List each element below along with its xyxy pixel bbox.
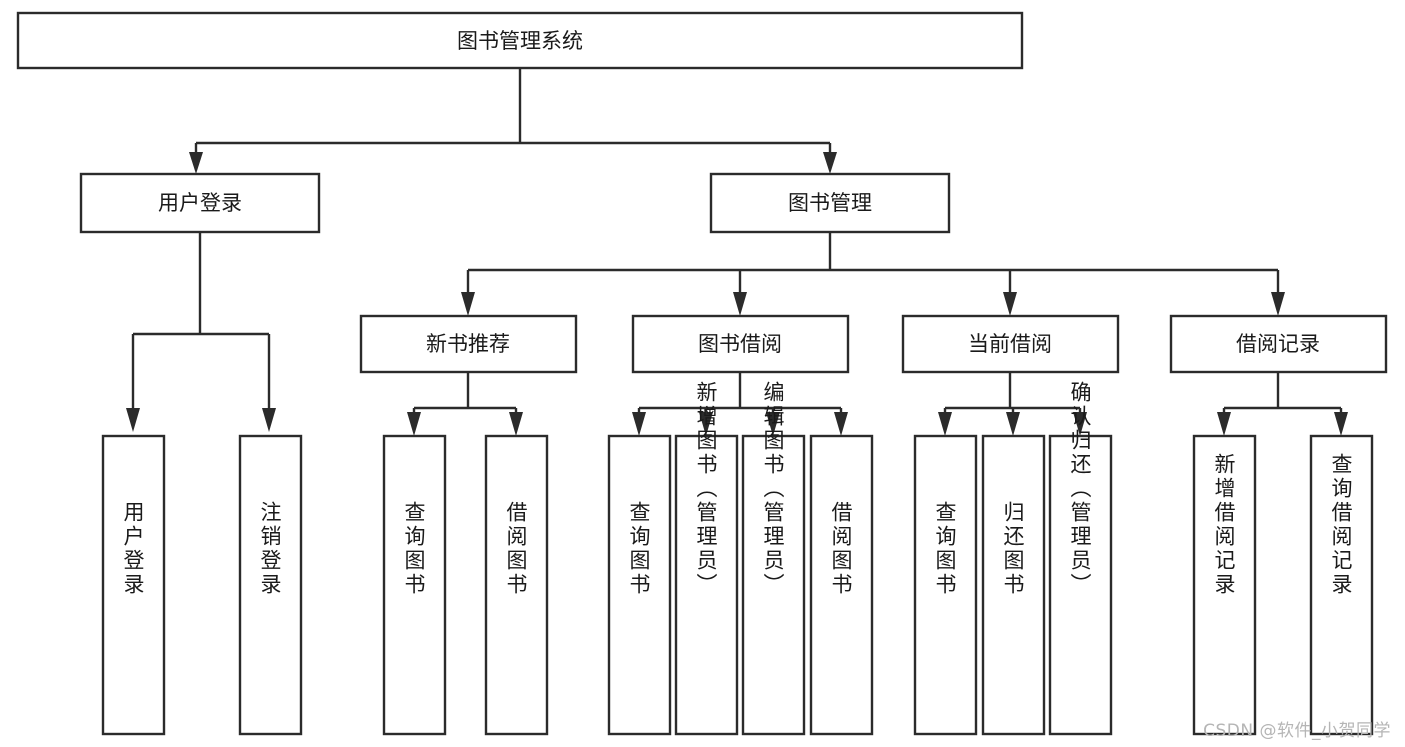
node-leaf-logout-label: 注销登录 bbox=[258, 501, 282, 597]
arrow-head-leaf-cur-confirm bbox=[1073, 412, 1087, 436]
node-leaf-rec-query-box[interactable] bbox=[382, 434, 447, 736]
node-leaf-rec-query[interactable]: 查询图书 bbox=[382, 434, 447, 736]
node-leaf-rec-query-label: 查询图书 bbox=[402, 501, 426, 597]
arrow-head-leaf-user-login bbox=[126, 408, 140, 432]
arrow-head-book-borrow bbox=[733, 292, 747, 316]
node-leaf-cur-query-label: 查询图书 bbox=[933, 501, 957, 597]
node-leaf-user-login[interactable]: 用户登录 bbox=[101, 434, 166, 736]
node-book-manage-label: 图书管理 bbox=[788, 191, 872, 215]
node-leaf-cur-return[interactable]: 归还图书 bbox=[981, 434, 1046, 736]
node-leaf-rec-add-label: 新增借阅记录 bbox=[1212, 453, 1236, 597]
arrow-head-leaf-rec-borrow bbox=[509, 412, 523, 436]
arrow-head-leaf-logout bbox=[262, 408, 276, 432]
arrow-head-leaf-rec-query-record bbox=[1334, 412, 1348, 436]
node-leaf-cur-query[interactable]: 查询图书 bbox=[913, 434, 978, 736]
node-borrow-record[interactable]: 借阅记录 bbox=[1169, 314, 1388, 374]
node-leaf-borrow-lend-box[interactable] bbox=[809, 434, 874, 736]
node-current-borrow-box[interactable] bbox=[901, 314, 1120, 374]
arrow-head-leaf-cur-query bbox=[938, 412, 952, 436]
node-leaf-rec-query-record-box[interactable] bbox=[1309, 434, 1374, 736]
node-leaf-rec-query-record-label: 查询借阅记录 bbox=[1329, 453, 1353, 597]
node-leaf-user-login-label: 用户登录 bbox=[121, 501, 145, 597]
csdn-watermark: CSDN @软件_小贺同学 bbox=[1203, 721, 1391, 741]
arrow-head-borrow-record bbox=[1271, 292, 1285, 316]
node-current-borrow[interactable]: 当前借阅 bbox=[901, 314, 1120, 374]
node-leaf-cur-confirm-box[interactable] bbox=[1048, 434, 1113, 736]
arrow-head-user-login bbox=[189, 152, 203, 174]
node-user-login-box[interactable] bbox=[79, 172, 321, 234]
node-user-login-label: 用户登录 bbox=[158, 191, 242, 215]
arrow-head-leaf-borrow-add bbox=[699, 412, 713, 436]
node-book-manage-box[interactable] bbox=[709, 172, 951, 234]
node-leaf-cur-confirm[interactable]: 确认归还（管理员） bbox=[1048, 381, 1113, 736]
node-leaf-borrow-add-box[interactable] bbox=[674, 434, 739, 736]
arrow-head-leaf-borrow-edit bbox=[766, 412, 780, 436]
node-leaf-rec-add-box[interactable] bbox=[1192, 434, 1257, 736]
arrow-head-leaf-rec-query bbox=[407, 412, 421, 436]
arrow-head-leaf-borrow-lend bbox=[834, 412, 848, 436]
node-leaf-borrow-query-label: 查询图书 bbox=[627, 501, 651, 597]
node-current-borrow-label: 当前借阅 bbox=[968, 332, 1052, 356]
node-leaf-user-login-box[interactable] bbox=[101, 434, 166, 736]
node-leaf-borrow-add[interactable]: 新增图书（管理员） bbox=[674, 381, 739, 736]
node-root[interactable]: 图书管理系统 bbox=[16, 11, 1024, 70]
node-leaf-logout-box[interactable] bbox=[238, 434, 303, 736]
node-leaf-cur-query-box[interactable] bbox=[913, 434, 978, 736]
node-leaf-borrow-lend-label: 借阅图书 bbox=[829, 501, 853, 597]
node-book-borrow-box[interactable] bbox=[631, 314, 850, 374]
node-leaf-logout[interactable]: 注销登录 bbox=[238, 434, 303, 736]
connector-layer bbox=[126, 68, 1348, 436]
arrow-head-current-borrow bbox=[1003, 292, 1017, 316]
node-leaf-rec-borrow[interactable]: 借阅图书 bbox=[484, 434, 549, 736]
arrow-head-book-manage bbox=[823, 152, 837, 174]
node-root-label: 图书管理系统 bbox=[457, 29, 583, 53]
node-user-login[interactable]: 用户登录 bbox=[79, 172, 321, 234]
node-leaf-rec-borrow-box[interactable] bbox=[484, 434, 549, 736]
node-leaf-borrow-query-box[interactable] bbox=[607, 434, 672, 736]
node-leaf-rec-query-record[interactable]: 查询借阅记录 bbox=[1309, 434, 1374, 736]
node-leaf-rec-borrow-label: 借阅图书 bbox=[504, 501, 528, 597]
node-leaf-borrow-lend[interactable]: 借阅图书 bbox=[809, 434, 874, 736]
arrow-head-leaf-rec-add bbox=[1217, 412, 1231, 436]
node-new-book-rec-label: 新书推荐 bbox=[426, 332, 510, 356]
node-leaf-rec-add[interactable]: 新增借阅记录 bbox=[1192, 434, 1257, 736]
node-book-manage[interactable]: 图书管理 bbox=[709, 172, 951, 234]
node-leaf-borrow-add-label: 新增图书（管理员） bbox=[694, 381, 718, 597]
node-book-borrow-label: 图书借阅 bbox=[698, 332, 782, 356]
node-borrow-record-box[interactable] bbox=[1169, 314, 1388, 374]
node-leaf-borrow-edit-box[interactable] bbox=[741, 434, 806, 736]
node-leaf-borrow-query[interactable]: 查询图书 bbox=[607, 434, 672, 736]
node-borrow-record-label: 借阅记录 bbox=[1236, 332, 1320, 356]
node-book-borrow[interactable]: 图书借阅 bbox=[631, 314, 850, 374]
node-leaf-borrow-edit[interactable]: 编辑图书（管理员） bbox=[741, 381, 806, 736]
arrow-head-leaf-cur-return bbox=[1006, 412, 1020, 436]
node-root-box[interactable] bbox=[16, 11, 1024, 70]
node-leaf-cur-return-box[interactable] bbox=[981, 434, 1046, 736]
node-leaf-borrow-edit-label: 编辑图书（管理员） bbox=[761, 381, 785, 597]
node-leaf-cur-return-label: 归还图书 bbox=[1001, 501, 1025, 597]
arrow-head-new-book-rec bbox=[461, 292, 475, 316]
node-new-book-rec-box[interactable] bbox=[359, 314, 578, 374]
arrow-head-leaf-borrow-query bbox=[632, 412, 646, 436]
node-new-book-rec[interactable]: 新书推荐 bbox=[359, 314, 578, 374]
node-leaf-cur-confirm-label: 确认归还（管理员） bbox=[1068, 381, 1092, 597]
